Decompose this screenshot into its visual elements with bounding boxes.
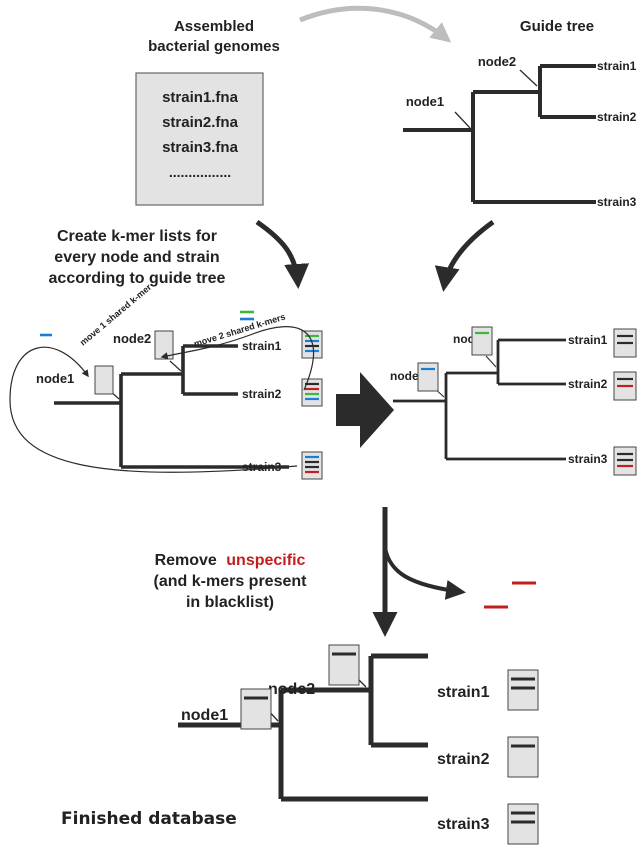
moved-tree: node1 node2 strain1 strain2 strain3 xyxy=(390,326,637,476)
create-step-line2: every node and strain xyxy=(54,249,219,266)
final-strain3-label: strain3 xyxy=(437,816,490,833)
guide-strain3-label: strain3 xyxy=(597,195,637,209)
moved-strain1-label: strain1 xyxy=(568,333,608,347)
guide-tree-branches xyxy=(403,64,596,204)
file-item-strain2: strain2.fna xyxy=(162,114,239,131)
remove-step-line1: Remove unspecific xyxy=(155,552,306,569)
remove-step-line2: (and k-mers present xyxy=(154,573,308,590)
guide-node1-label: node1 xyxy=(406,94,444,109)
moved-node2-doc xyxy=(471,326,493,356)
final-strain1-doc xyxy=(507,669,539,711)
remove-highlight-word: unspecific xyxy=(226,552,305,569)
guide-node2-pointer xyxy=(519,69,538,87)
final-tree: node1 node2 strain1 strain2 strain3 xyxy=(178,644,539,845)
file-item-more: ................ xyxy=(169,164,231,180)
guide-strain1-label: strain1 xyxy=(597,59,637,73)
moved-node2-doc-page xyxy=(471,326,493,356)
final-strain3-doc-page xyxy=(507,803,539,845)
kmer-node1-doc-page xyxy=(94,365,114,395)
final-tree-branches xyxy=(178,653,428,802)
moved-node1-doc-page xyxy=(417,362,439,392)
moved-strain2-label: strain2 xyxy=(568,377,608,391)
file-item-strain3: strain3.fna xyxy=(162,139,239,156)
kmer-doc-group xyxy=(94,330,323,480)
input-title-line2: bacterial genomes xyxy=(148,38,280,55)
file-item-strain1: strain1.fna xyxy=(162,89,239,106)
moved-tree-branches xyxy=(393,338,566,461)
kmer-strain3-doc xyxy=(301,451,323,480)
finished-database-label: Finished database xyxy=(61,809,237,829)
moved-strain3-doc xyxy=(613,446,637,476)
final-strain2-doc xyxy=(507,736,539,778)
final-node2-doc xyxy=(328,644,360,686)
guide-node2-label: node2 xyxy=(478,54,516,69)
final-doc-group xyxy=(240,644,539,845)
moved-strain2-doc xyxy=(613,371,637,401)
remove-branch-arrow xyxy=(383,547,466,600)
move-arrow-1 xyxy=(9,346,298,473)
create-step-line1: Create k-mer lists for xyxy=(57,228,217,245)
final-strain1-label: strain1 xyxy=(437,684,490,701)
remove-step-line3: in blacklist) xyxy=(186,594,274,611)
guide-tree: node1 node2 strain1 strain2 strain3 xyxy=(403,54,637,209)
kmer-strain3-label: strain3 xyxy=(242,460,282,474)
final-strain1-doc-page xyxy=(507,669,539,711)
final-node1-doc-page xyxy=(240,688,272,730)
kmer-node2-pointer xyxy=(169,360,182,372)
final-strain3-doc xyxy=(507,803,539,845)
kmer-node1-label: node1 xyxy=(36,371,74,386)
remove-word: Remove xyxy=(155,552,217,569)
guide-strain2-label: strain2 xyxy=(597,110,637,124)
move-arrow-2 xyxy=(160,326,315,391)
moved-doc-group xyxy=(417,326,637,476)
final-node2-doc-page xyxy=(328,644,360,686)
kmer-tree-branches xyxy=(54,344,289,469)
big-right-arrow xyxy=(336,372,394,448)
final-node1-label: node1 xyxy=(181,707,228,724)
guide-node1-pointer xyxy=(454,111,471,129)
moved-node1-label: node1 xyxy=(390,369,426,383)
kmer-strain2-doc xyxy=(301,378,323,407)
final-strain2-label: strain2 xyxy=(437,751,490,768)
kmer-strain1-label: strain1 xyxy=(242,339,282,353)
kmer-node2-label: node2 xyxy=(113,331,151,346)
final-node2-label: node2 xyxy=(268,681,315,698)
moved-strain3-label: strain3 xyxy=(568,452,608,466)
moved-node2-pointer xyxy=(485,355,497,368)
kmer-strain1-doc xyxy=(301,330,323,359)
gray-curved-arrow xyxy=(299,5,452,43)
guide-tree-title: Guide tree xyxy=(520,18,594,35)
final-strain2-doc-page xyxy=(507,736,539,778)
input-title-line1: Assembled xyxy=(174,18,254,35)
create-step-line3: according to guide tree xyxy=(49,270,226,287)
kmer-node1-doc xyxy=(94,365,114,395)
genome-file-list-box xyxy=(135,72,264,206)
final-node1-doc xyxy=(240,688,272,730)
create-curved-arrow-right xyxy=(434,219,495,292)
create-curved-arrow-left xyxy=(255,219,310,289)
moved-node1-doc xyxy=(417,362,439,392)
moved-strain1-doc xyxy=(613,328,637,358)
kmer-strain2-label: strain2 xyxy=(242,387,282,401)
